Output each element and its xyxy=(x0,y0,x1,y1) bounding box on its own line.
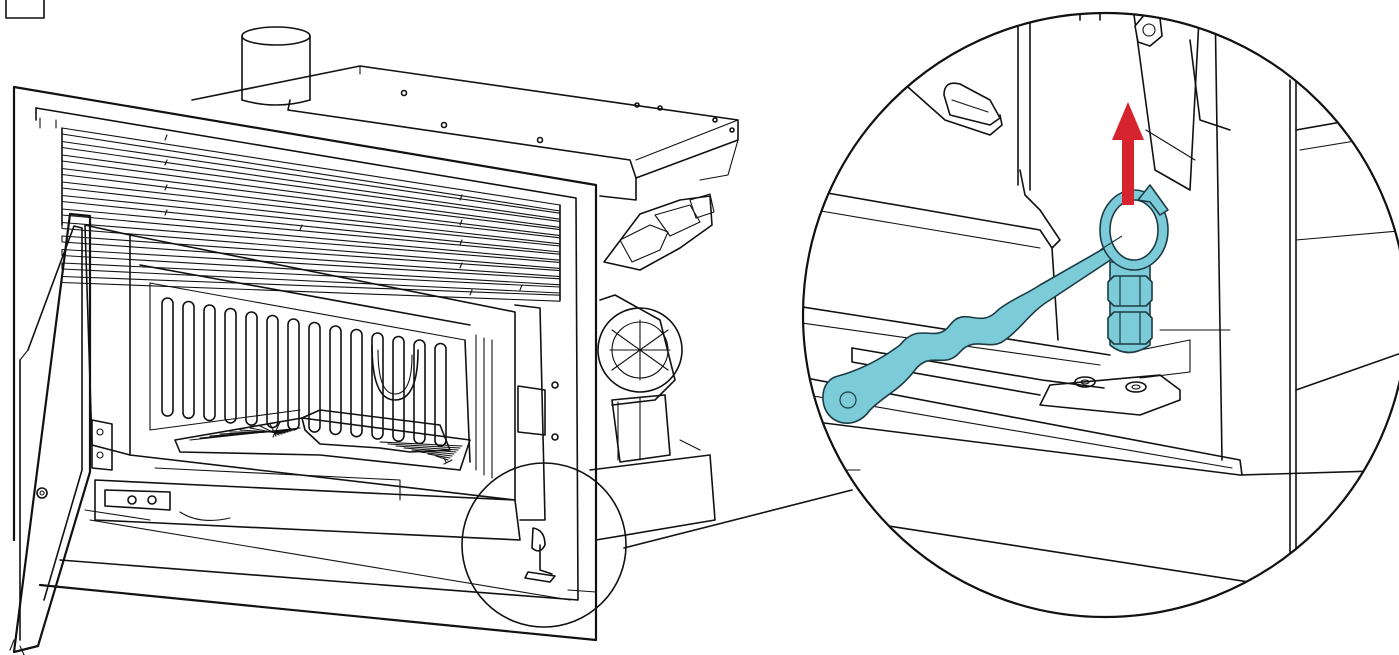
grate-bar xyxy=(239,429,286,434)
grate-bar xyxy=(427,453,451,459)
louvre-clip xyxy=(459,239,463,246)
grate-bar xyxy=(249,427,283,435)
fireplace-insert xyxy=(9,26,739,655)
zoom-detail-circle xyxy=(801,11,1399,619)
grate-bar xyxy=(403,447,457,453)
grate-bar xyxy=(387,443,461,449)
louvre-clip xyxy=(299,224,303,231)
side-components xyxy=(589,193,716,541)
louvre-blade xyxy=(61,262,561,294)
bolt-head xyxy=(1134,13,1163,47)
grate-bar xyxy=(411,449,455,455)
grate-bar xyxy=(443,459,453,465)
flue-collar xyxy=(241,26,311,106)
deflector-louvres xyxy=(61,127,561,302)
firebox-rib xyxy=(434,342,447,447)
firebox-rib xyxy=(182,300,195,420)
firebox-rib xyxy=(350,328,363,438)
grate-bar xyxy=(395,445,459,451)
grate-bar xyxy=(419,451,453,457)
louvre-clip xyxy=(459,219,463,226)
firebox-rib xyxy=(308,321,321,433)
zoom-leader-line xyxy=(623,489,853,549)
grate-bar xyxy=(272,421,281,438)
louvre-clip xyxy=(459,194,463,201)
open-door xyxy=(9,212,113,655)
grate-bar xyxy=(435,455,449,461)
grate-bar xyxy=(443,457,447,463)
louvre-clip xyxy=(459,262,463,269)
grate-bar xyxy=(269,423,277,437)
louvre-clip xyxy=(164,134,168,141)
firebox-rib xyxy=(266,314,279,429)
louvre-clip xyxy=(164,184,168,191)
louvre-clip xyxy=(469,289,473,296)
hex-nut xyxy=(1107,261,1153,354)
firebox-rib xyxy=(224,307,237,424)
firebox-rib xyxy=(329,325,342,436)
step-label-box xyxy=(5,0,45,19)
louvre-blade xyxy=(61,194,561,253)
zoom-source-circle xyxy=(461,462,627,628)
removal-tool xyxy=(822,184,1169,424)
firebox-rib xyxy=(392,335,405,443)
louvre-clip xyxy=(164,209,168,216)
hopper-body xyxy=(191,65,739,201)
firebox-rib xyxy=(245,311,258,426)
lift-up-arrow xyxy=(1112,102,1144,205)
louvre-clip xyxy=(519,284,523,291)
firebox xyxy=(84,224,597,601)
firebox-rib xyxy=(203,304,216,422)
firebox-rib xyxy=(161,297,174,417)
grate-lines xyxy=(189,421,463,465)
grate-bar xyxy=(259,425,280,436)
louvre-clip xyxy=(164,159,168,166)
magnified-detail xyxy=(801,11,1399,619)
firebox-rib xyxy=(287,318,300,431)
firebox-rib xyxy=(413,339,426,445)
front-frame xyxy=(12,85,598,642)
grate-bar xyxy=(379,441,463,447)
